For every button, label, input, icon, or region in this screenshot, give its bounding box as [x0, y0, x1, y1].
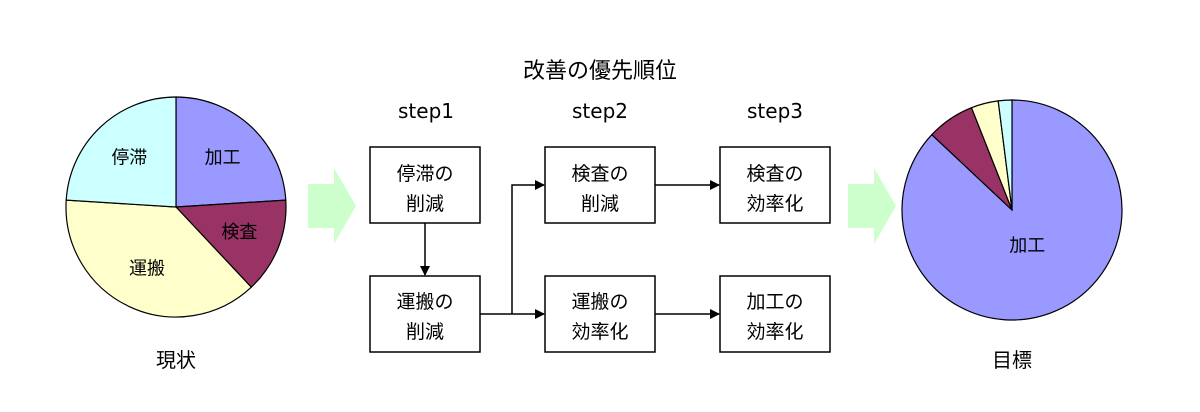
- step2-label: step2: [572, 99, 628, 123]
- box-line-2: 削減: [406, 193, 444, 215]
- box-line-2: 削減: [581, 193, 619, 215]
- pie-slice-label: 停滞: [111, 147, 147, 168]
- pie-slice-label: 運搬: [129, 259, 165, 280]
- diagram-title: 改善の優先順位: [523, 59, 677, 84]
- box-line-2: 効率化: [571, 321, 628, 343]
- box-inspection-reduction: 検査の 削減: [544, 146, 656, 224]
- pie-slice: [65, 96, 177, 208]
- pie-slice: [65, 199, 253, 318]
- box-processing-efficiency: 加工の 効率化: [719, 275, 831, 353]
- step1-label: step1: [398, 99, 454, 123]
- box-stagnation-reduction: 停滞の 削減: [369, 146, 481, 224]
- box-transport-reduction: 運搬の 削減: [369, 275, 481, 353]
- pie-slice-label: 加工: [1009, 235, 1045, 256]
- box-transport-efficiency: 運搬の 効率化: [544, 275, 656, 353]
- box-line-1: 運搬の: [571, 291, 628, 313]
- right-flow-arrow: [848, 168, 896, 244]
- pie-slice: [997, 99, 1013, 211]
- target-pie-caption: 目標: [992, 348, 1032, 372]
- target-pie-chart: 加工: [901, 99, 1123, 321]
- step3-label: step3: [747, 99, 803, 123]
- box-line-1: 運搬の: [396, 291, 453, 313]
- box-line-1: 加工の: [746, 291, 803, 313]
- box-line-2: 効率化: [746, 321, 803, 343]
- pie-slice-label: 加工: [205, 147, 241, 168]
- box-line-2: 効率化: [746, 193, 803, 215]
- box-line-1: 停滞の: [396, 163, 453, 185]
- pie-slice: [175, 96, 287, 208]
- box-line-1: 検査の: [746, 163, 803, 185]
- box-line-1: 検査の: [571, 163, 628, 185]
- arrow-b2-to-b3: [511, 180, 545, 314]
- pie-slice: [174, 199, 287, 289]
- pie-slice-label: 検査: [221, 222, 257, 243]
- box-inspection-efficiency: 検査の 効率化: [719, 146, 831, 224]
- current-pie-caption: 現状: [156, 348, 196, 372]
- box-line-2: 削減: [406, 321, 444, 343]
- left-flow-arrow: [308, 168, 356, 244]
